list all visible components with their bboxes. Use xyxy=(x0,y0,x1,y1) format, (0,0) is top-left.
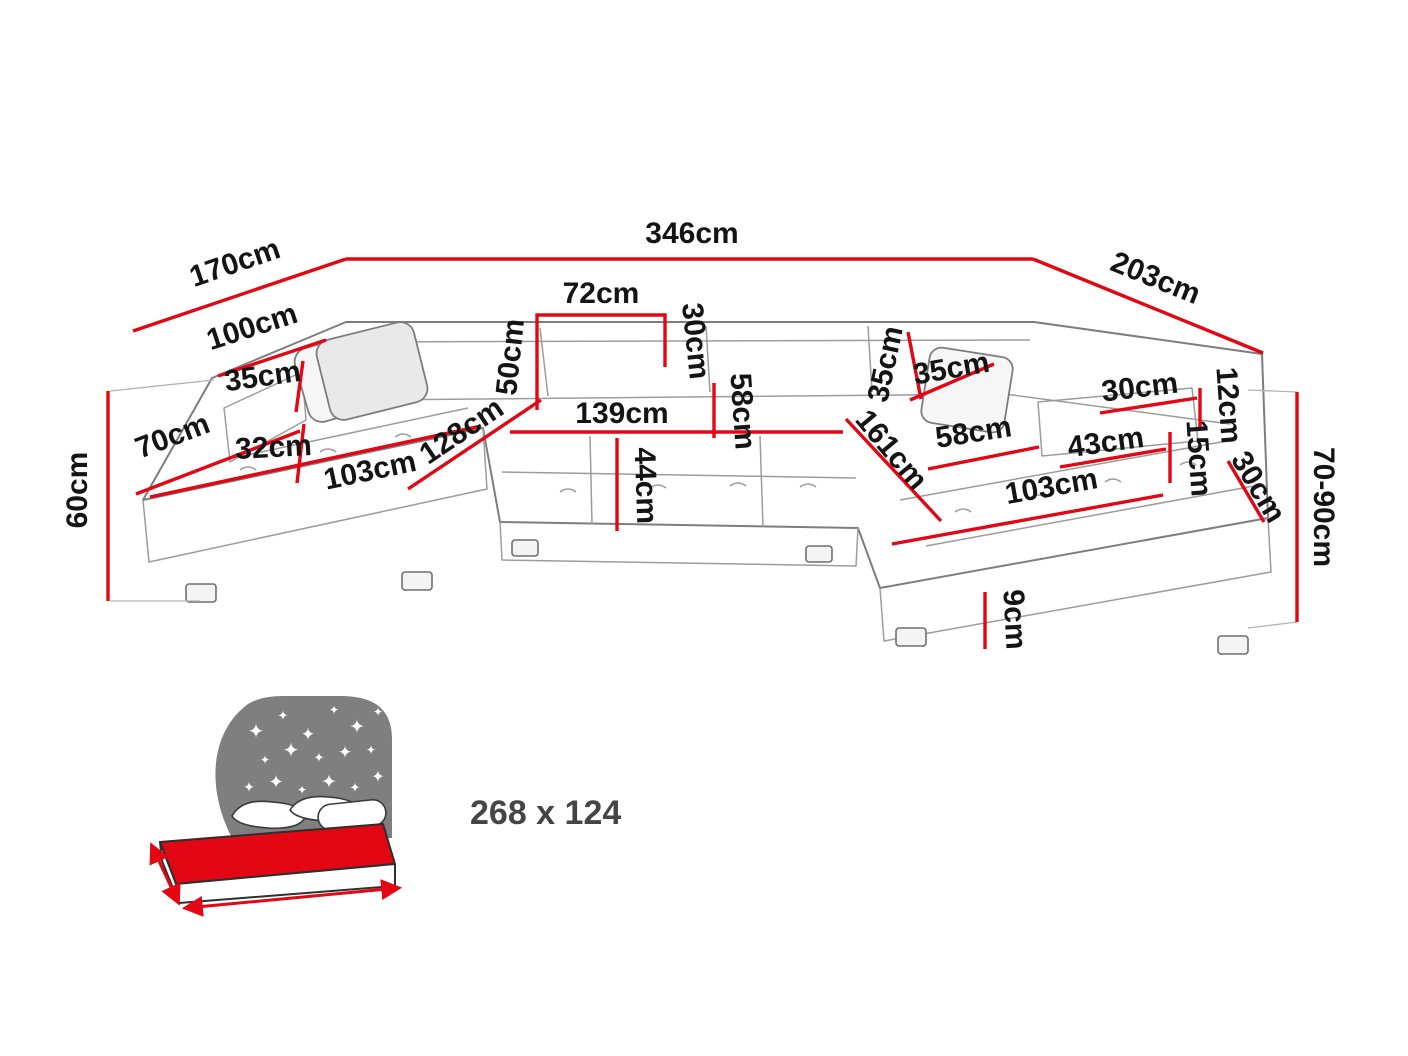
center-seat-divider-2 xyxy=(759,435,764,528)
dim-right-side-line xyxy=(1032,257,1264,355)
star-icon: ✦ xyxy=(260,753,270,767)
star-icon: ✦ xyxy=(371,767,384,786)
dim-right-seat-diagonal-line xyxy=(844,417,943,523)
star-icon: ✦ xyxy=(349,716,365,738)
dim-right-side-label: 203cm xyxy=(1106,245,1205,311)
center-seat-seam xyxy=(501,471,857,479)
dim-right-height-range-label: 70-90cm xyxy=(1307,447,1340,567)
back-cushion-seam-2 xyxy=(705,325,711,393)
dim-right-edge-depth-label: 12cm xyxy=(1209,366,1247,445)
star-icon: ✦ xyxy=(297,783,307,797)
star-icon: ✦ xyxy=(283,738,300,762)
sofa-leg xyxy=(511,539,539,557)
star-icon: ✦ xyxy=(314,751,325,766)
dim-backrest-height-label: 50cm xyxy=(490,317,531,397)
star-icon: ✦ xyxy=(248,719,265,743)
sofa-leg xyxy=(895,627,927,647)
right-armrest-shelf xyxy=(1037,387,1199,457)
dim-right-armrest-width-line xyxy=(1059,447,1167,469)
right-chaise-seam-1 xyxy=(899,439,1233,501)
back-cushion-seam-3 xyxy=(867,325,873,393)
left-chaise-skirt xyxy=(142,427,488,563)
sofa-leg xyxy=(185,583,217,603)
backrest-top-seam xyxy=(355,339,1031,343)
dimension-lines xyxy=(106,257,1299,649)
dim-headrest-width-label: 72cm xyxy=(563,277,640,310)
left-corner-pillow-icon xyxy=(315,321,429,421)
dim-headrest-height-label: 30cm xyxy=(675,301,716,381)
dim-right-back-angle-line xyxy=(906,331,923,400)
star-icon: ✦ xyxy=(350,781,361,796)
width-arrow-icon xyxy=(181,879,403,917)
sofa-pillows xyxy=(293,321,1014,434)
sleeping-area-icon: ✦ ✦ ✦ ✦ ✦ ✦ ✦ ✦ ✦ ✦ ✦ ✦ ✦ ✦ ✦ ✦ ✦ ✦ ✦ ✦ … xyxy=(149,696,621,917)
back-cushion-seam-1 xyxy=(539,327,549,397)
sofa-leg xyxy=(401,571,433,591)
dim-left-side-line xyxy=(132,257,347,333)
right-chaise-seam-2 xyxy=(925,485,1255,547)
sofa-legs xyxy=(185,539,1249,655)
left-armrest-shelf xyxy=(223,371,307,463)
dim-left-arm-depth-label: 32cm xyxy=(234,429,312,466)
star-icon: ✦ xyxy=(373,705,383,719)
dim-headrest-bracket xyxy=(535,313,667,410)
star-icon: ✦ xyxy=(366,743,376,757)
dim-center-seat-depth-label: 58cm xyxy=(723,372,761,451)
left-chaise-seam xyxy=(232,407,469,459)
dim-left-chaise-width-line xyxy=(149,424,482,499)
dim-right-shelf-width-line xyxy=(1099,396,1198,415)
dim-back-total-label: 346cm xyxy=(645,217,738,250)
star-icon: ✦ xyxy=(278,709,289,724)
center-seat-divider-1 xyxy=(589,435,593,525)
dim-left-back-section-line xyxy=(217,338,327,378)
dim-left-front-edge-line xyxy=(135,429,301,496)
dim-left-height-label: 60cm xyxy=(61,452,94,529)
dim-left-armrest-line xyxy=(294,360,305,413)
star-icon: ✦ xyxy=(329,703,339,717)
dim-left-seat-diagonal-line xyxy=(407,398,542,491)
dim-right-chaise-width-line xyxy=(891,493,1164,546)
dim-leg-height-label: 9cm xyxy=(996,589,1032,651)
dim-right-corner-edge-line xyxy=(1226,460,1266,523)
star-icon: ✦ xyxy=(301,725,315,745)
sofa-leg xyxy=(805,545,833,563)
dim-center-seat-width-label: 139cm xyxy=(575,397,668,430)
extension-lines xyxy=(109,379,1298,629)
sofa-leg xyxy=(1217,635,1249,655)
dim-right-seat-depth-line xyxy=(927,445,1040,471)
dim-right-shelf-height-label: 15cm xyxy=(1179,419,1217,498)
star-icon: ✦ xyxy=(243,780,255,796)
right-chaise-skirt xyxy=(879,517,1272,642)
depth-arrow-icon xyxy=(149,842,181,906)
star-icon: ✦ xyxy=(338,743,352,763)
right-corner-pillow-icon xyxy=(920,346,1014,434)
sleeping-area-size-label: 268 x 124 xyxy=(470,794,621,832)
dim-seat-height-label: 44cm xyxy=(628,447,664,525)
center-skirt xyxy=(499,521,859,567)
tufting-marks xyxy=(239,433,1197,513)
star-icon: ✦ xyxy=(321,771,337,793)
dim-left-arm-depth-line xyxy=(295,423,306,484)
star-icon: ✦ xyxy=(268,772,283,793)
dim-right-back-section-line xyxy=(909,362,995,402)
